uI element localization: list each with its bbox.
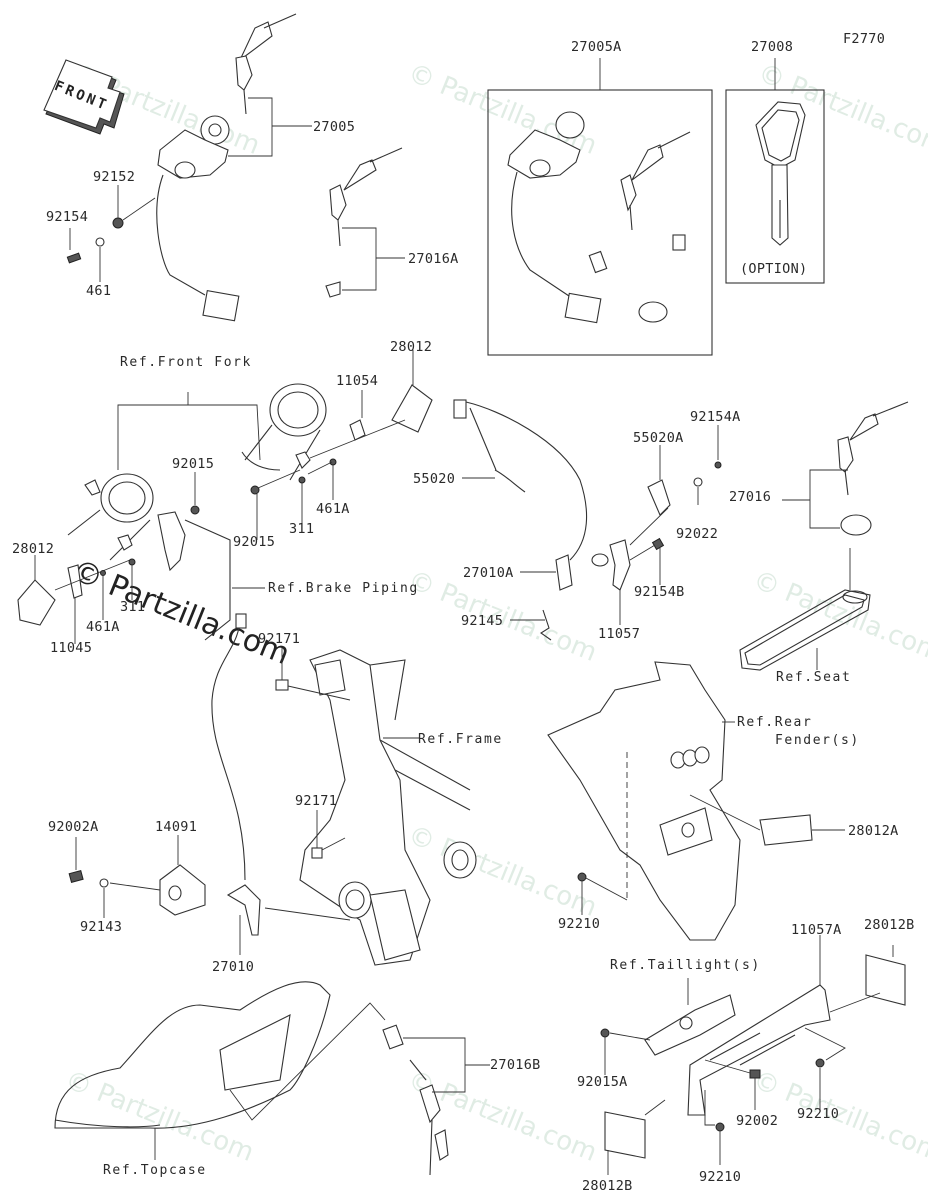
part-label-55020[interactable]: 55020 bbox=[413, 471, 456, 487]
part-label-92154[interactable]: 92154 bbox=[46, 209, 89, 225]
part-label-92022[interactable]: 92022 bbox=[676, 526, 719, 542]
part-label-27016[interactable]: 27016 bbox=[729, 489, 772, 505]
part-label-311[interactable]: 311 bbox=[120, 599, 146, 615]
part-label-11045[interactable]: 11045 bbox=[50, 640, 93, 656]
part-label-92143[interactable]: 92143 bbox=[80, 919, 123, 935]
front-arrow-icon bbox=[43, 59, 125, 135]
key-set-icon bbox=[235, 13, 297, 115]
ref-rear-fender[interactable]: Ref.Rear bbox=[737, 715, 813, 730]
part-label-92210[interactable]: 92210 bbox=[797, 1106, 840, 1122]
part-label-461A[interactable]: 461A bbox=[86, 619, 120, 635]
part-label-27010[interactable]: 27010 bbox=[212, 959, 255, 975]
part-label-92015A[interactable]: 92015A bbox=[577, 1074, 628, 1090]
seat-lock-cable-icon bbox=[453, 399, 588, 591]
part-label-311[interactable]: 311 bbox=[289, 521, 315, 537]
key-blank-icon bbox=[755, 101, 806, 246]
part-label-92154A[interactable]: 92154A bbox=[690, 409, 741, 425]
part-label-92015[interactable]: 92015 bbox=[172, 456, 215, 472]
part-label-92154B[interactable]: 92154B bbox=[634, 584, 685, 600]
ignition-switch-icon bbox=[156, 115, 240, 322]
ignition-switch-icon bbox=[507, 111, 691, 324]
part-label-14091[interactable]: 14091 bbox=[155, 819, 198, 835]
part-label-92015[interactable]: 92015 bbox=[233, 534, 276, 550]
part-label-28012[interactable]: 28012 bbox=[12, 541, 55, 557]
part-label-461[interactable]: 461 bbox=[86, 283, 112, 299]
part-label-92002A[interactable]: 92002A bbox=[48, 819, 99, 835]
part-label-28012[interactable]: 28012 bbox=[390, 339, 433, 355]
part-label-92171[interactable]: 92171 bbox=[295, 793, 338, 809]
part-label-92145[interactable]: 92145 bbox=[461, 613, 504, 629]
ref-topcase[interactable]: Ref.Topcase bbox=[103, 1163, 207, 1178]
ref-seat[interactable]: Ref.Seat bbox=[776, 670, 852, 685]
part-label-55020A[interactable]: 55020A bbox=[633, 430, 684, 446]
part-label-92171[interactable]: 92171 bbox=[258, 631, 301, 647]
part-label-27010A[interactable]: 27010A bbox=[463, 565, 514, 581]
option-note: (OPTION) bbox=[740, 261, 808, 277]
kit-box bbox=[487, 89, 713, 356]
part-label-27005[interactable]: 27005 bbox=[313, 119, 356, 135]
part-label-11054[interactable]: 11054 bbox=[336, 373, 379, 389]
ref-rear-fender-2[interactable]: Fender(s) bbox=[775, 733, 860, 748]
part-label-11057[interactable]: 11057 bbox=[598, 626, 641, 642]
license-bracket-icon bbox=[644, 984, 831, 1116]
ref-taillight[interactable]: Ref.Taillight(s) bbox=[610, 958, 761, 973]
key-set-icon bbox=[325, 147, 403, 298]
frame-icon bbox=[299, 649, 477, 966]
ref-frame[interactable]: Ref.Frame bbox=[418, 732, 503, 747]
part-label-11057A[interactable]: 11057A bbox=[791, 922, 842, 938]
part-label-27016A[interactable]: 27016A bbox=[408, 251, 459, 267]
rear-fender-icon bbox=[547, 661, 741, 941]
part-label-461A[interactable]: 461A bbox=[316, 501, 350, 517]
part-label-92210[interactable]: 92210 bbox=[699, 1169, 742, 1185]
part-label-27008[interactable]: 27008 bbox=[751, 39, 794, 55]
part-label-92002[interactable]: 92002 bbox=[736, 1113, 779, 1129]
key-set-icon bbox=[382, 1024, 449, 1176]
part-label-27005A[interactable]: 27005A bbox=[571, 39, 622, 55]
part-label-27016B[interactable]: 27016B bbox=[490, 1057, 541, 1073]
key-set-icon bbox=[739, 401, 909, 671]
part-label-92210[interactable]: 92210 bbox=[558, 916, 601, 932]
topcase-icon bbox=[54, 981, 331, 1129]
fork-tube-icon bbox=[67, 383, 327, 561]
ref-brake-piping[interactable]: Ref.Brake Piping bbox=[268, 581, 419, 596]
figure-code: F2770 bbox=[843, 31, 886, 47]
part-label-28012B[interactable]: 28012B bbox=[864, 917, 915, 933]
part-label-28012B[interactable]: 28012B bbox=[582, 1178, 633, 1194]
part-label-28012A[interactable]: 28012A bbox=[848, 823, 899, 839]
part-label-92152[interactable]: 92152 bbox=[93, 169, 136, 185]
ref-front-fork[interactable]: Ref.Front Fork bbox=[120, 355, 252, 370]
